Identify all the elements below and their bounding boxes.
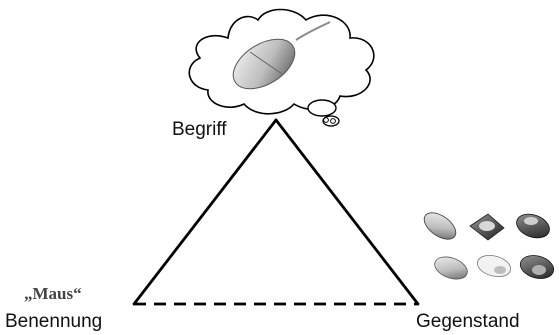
computer-mouse-1-icon bbox=[423, 212, 457, 240]
object-label: Gegenstand bbox=[416, 311, 520, 332]
term-label: Benennung bbox=[5, 311, 103, 332]
edge-concept-term bbox=[132, 118, 278, 306]
computer-mouse-6-icon bbox=[519, 255, 555, 279]
word-example-label: „Maus“ bbox=[24, 284, 82, 303]
computer-mouse-icon bbox=[232, 21, 331, 90]
triangle-edges bbox=[132, 118, 420, 306]
computer-mouse-4-icon bbox=[434, 256, 468, 280]
concept-label: Begriff bbox=[172, 119, 227, 140]
computer-mouse-5-icon bbox=[476, 254, 512, 278]
computer-mice-group bbox=[423, 212, 555, 280]
edge-concept-object bbox=[274, 118, 420, 306]
computer-mouse-3-icon bbox=[516, 213, 550, 239]
computer-mouse-2-icon bbox=[469, 213, 505, 241]
